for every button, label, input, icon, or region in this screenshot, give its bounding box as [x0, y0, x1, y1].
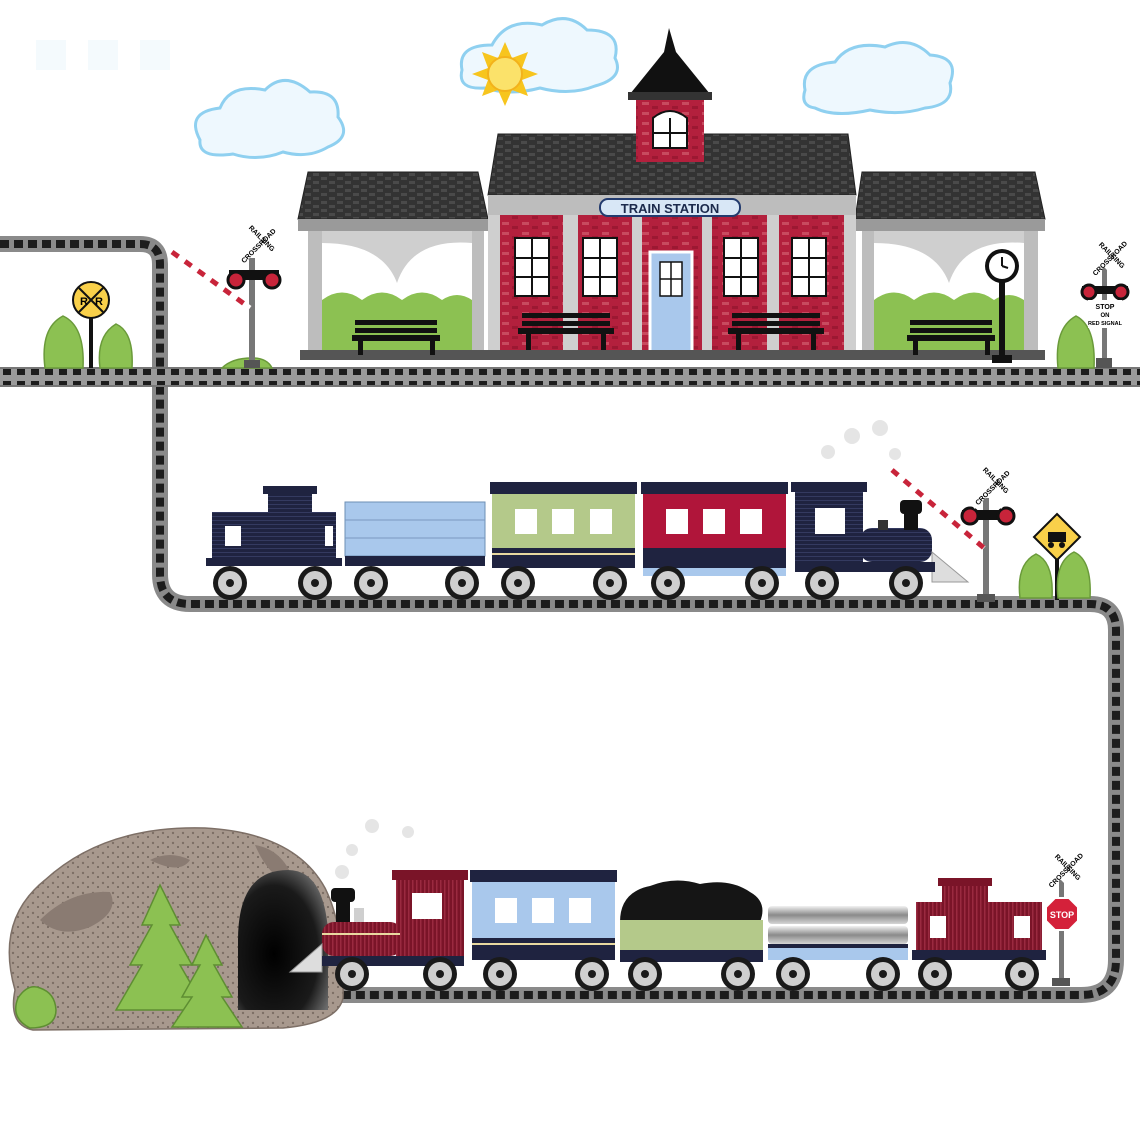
bench — [907, 320, 995, 355]
stop-on-red-text: STOP — [1096, 304, 1115, 311]
station-right-wing — [854, 171, 1046, 363]
wheel — [213, 566, 247, 600]
wheel — [745, 566, 779, 600]
train-lower — [288, 819, 1046, 991]
locomotive-red — [288, 819, 468, 991]
faint-square — [36, 40, 66, 70]
station-window — [723, 237, 759, 297]
smoke-puffs — [335, 819, 414, 879]
bushes-upper-left — [43, 315, 1095, 369]
stop-sign-label: STOP — [1050, 910, 1074, 920]
passenger-car-red — [641, 482, 788, 600]
clock-icon — [985, 249, 1019, 363]
caboose-maroon — [912, 878, 1046, 991]
pine-trees — [15, 883, 244, 1029]
station-name: TRAIN STATION — [621, 201, 719, 216]
wheel — [575, 957, 609, 991]
station-left-wing — [297, 171, 489, 360]
passenger-car-sage — [490, 482, 637, 600]
bushes-middle-right — [1018, 551, 1091, 599]
passenger-car-lightblue — [470, 870, 617, 991]
wheel — [889, 566, 923, 600]
station-main-building: TRAIN STATION — [487, 28, 857, 360]
railway-track — [0, 236, 1140, 1003]
track-ties — [0, 240, 1120, 999]
smoke-puffs — [821, 420, 901, 460]
station-name-sign: TRAIN STATION — [599, 198, 741, 217]
stop-sign-icon: RAILSING CROSSROAD STOP — [1042, 852, 1085, 986]
rr-crossing-sign: R R — [72, 281, 110, 368]
station-door — [648, 250, 694, 354]
wheel — [866, 957, 900, 991]
stop-on-red-text: RED SIGNAL — [1088, 321, 1123, 327]
cloud-right — [802, 41, 954, 115]
wheel — [721, 957, 755, 991]
rr-letter-left: R — [80, 296, 88, 308]
station-window — [791, 237, 827, 297]
pipe-car — [768, 906, 908, 991]
train-warning-sign-icon — [1032, 512, 1082, 600]
train-middle — [206, 420, 970, 600]
faint-square — [88, 40, 118, 70]
track-straight-upper — [0, 368, 1140, 386]
bench — [518, 313, 614, 352]
faint-square — [140, 40, 170, 70]
wheel — [423, 957, 457, 991]
tunnel-rock — [8, 827, 344, 1031]
wheel — [805, 566, 839, 600]
crossing-gate-upper-left: RAILSING CROSSROAD — [170, 225, 282, 368]
cloud-left — [194, 79, 346, 159]
wheel — [298, 566, 332, 600]
station-window — [582, 237, 618, 297]
wheel — [1005, 957, 1039, 991]
wheel — [776, 957, 810, 991]
caboose-navy — [206, 486, 342, 600]
train-station: TRAIN STATION — [297, 28, 1046, 363]
station-cupola — [628, 28, 712, 162]
wheel — [593, 566, 627, 600]
boxcar-lightblue — [344, 501, 486, 600]
wheel — [651, 566, 685, 600]
station-window — [514, 237, 550, 297]
wheel — [354, 566, 388, 600]
bench — [728, 313, 824, 352]
rr-letter-right: R — [95, 296, 103, 308]
tunnel-opening — [238, 870, 328, 1010]
locomotive-navy — [791, 420, 970, 600]
wheel — [335, 957, 369, 991]
sky-decor — [36, 17, 954, 159]
wheel — [918, 957, 952, 991]
stop-on-red-text: ON — [1101, 313, 1110, 319]
sun-icon — [472, 42, 538, 106]
coal-car — [620, 880, 763, 991]
wheel — [501, 566, 535, 600]
bench — [352, 320, 440, 355]
crossing-signal-upper-right: RAILSING CROSSROAD STOP ON RED SIGNAL — [1080, 240, 1130, 368]
wheel — [483, 957, 517, 991]
wheel — [445, 566, 479, 600]
wheel — [628, 957, 662, 991]
